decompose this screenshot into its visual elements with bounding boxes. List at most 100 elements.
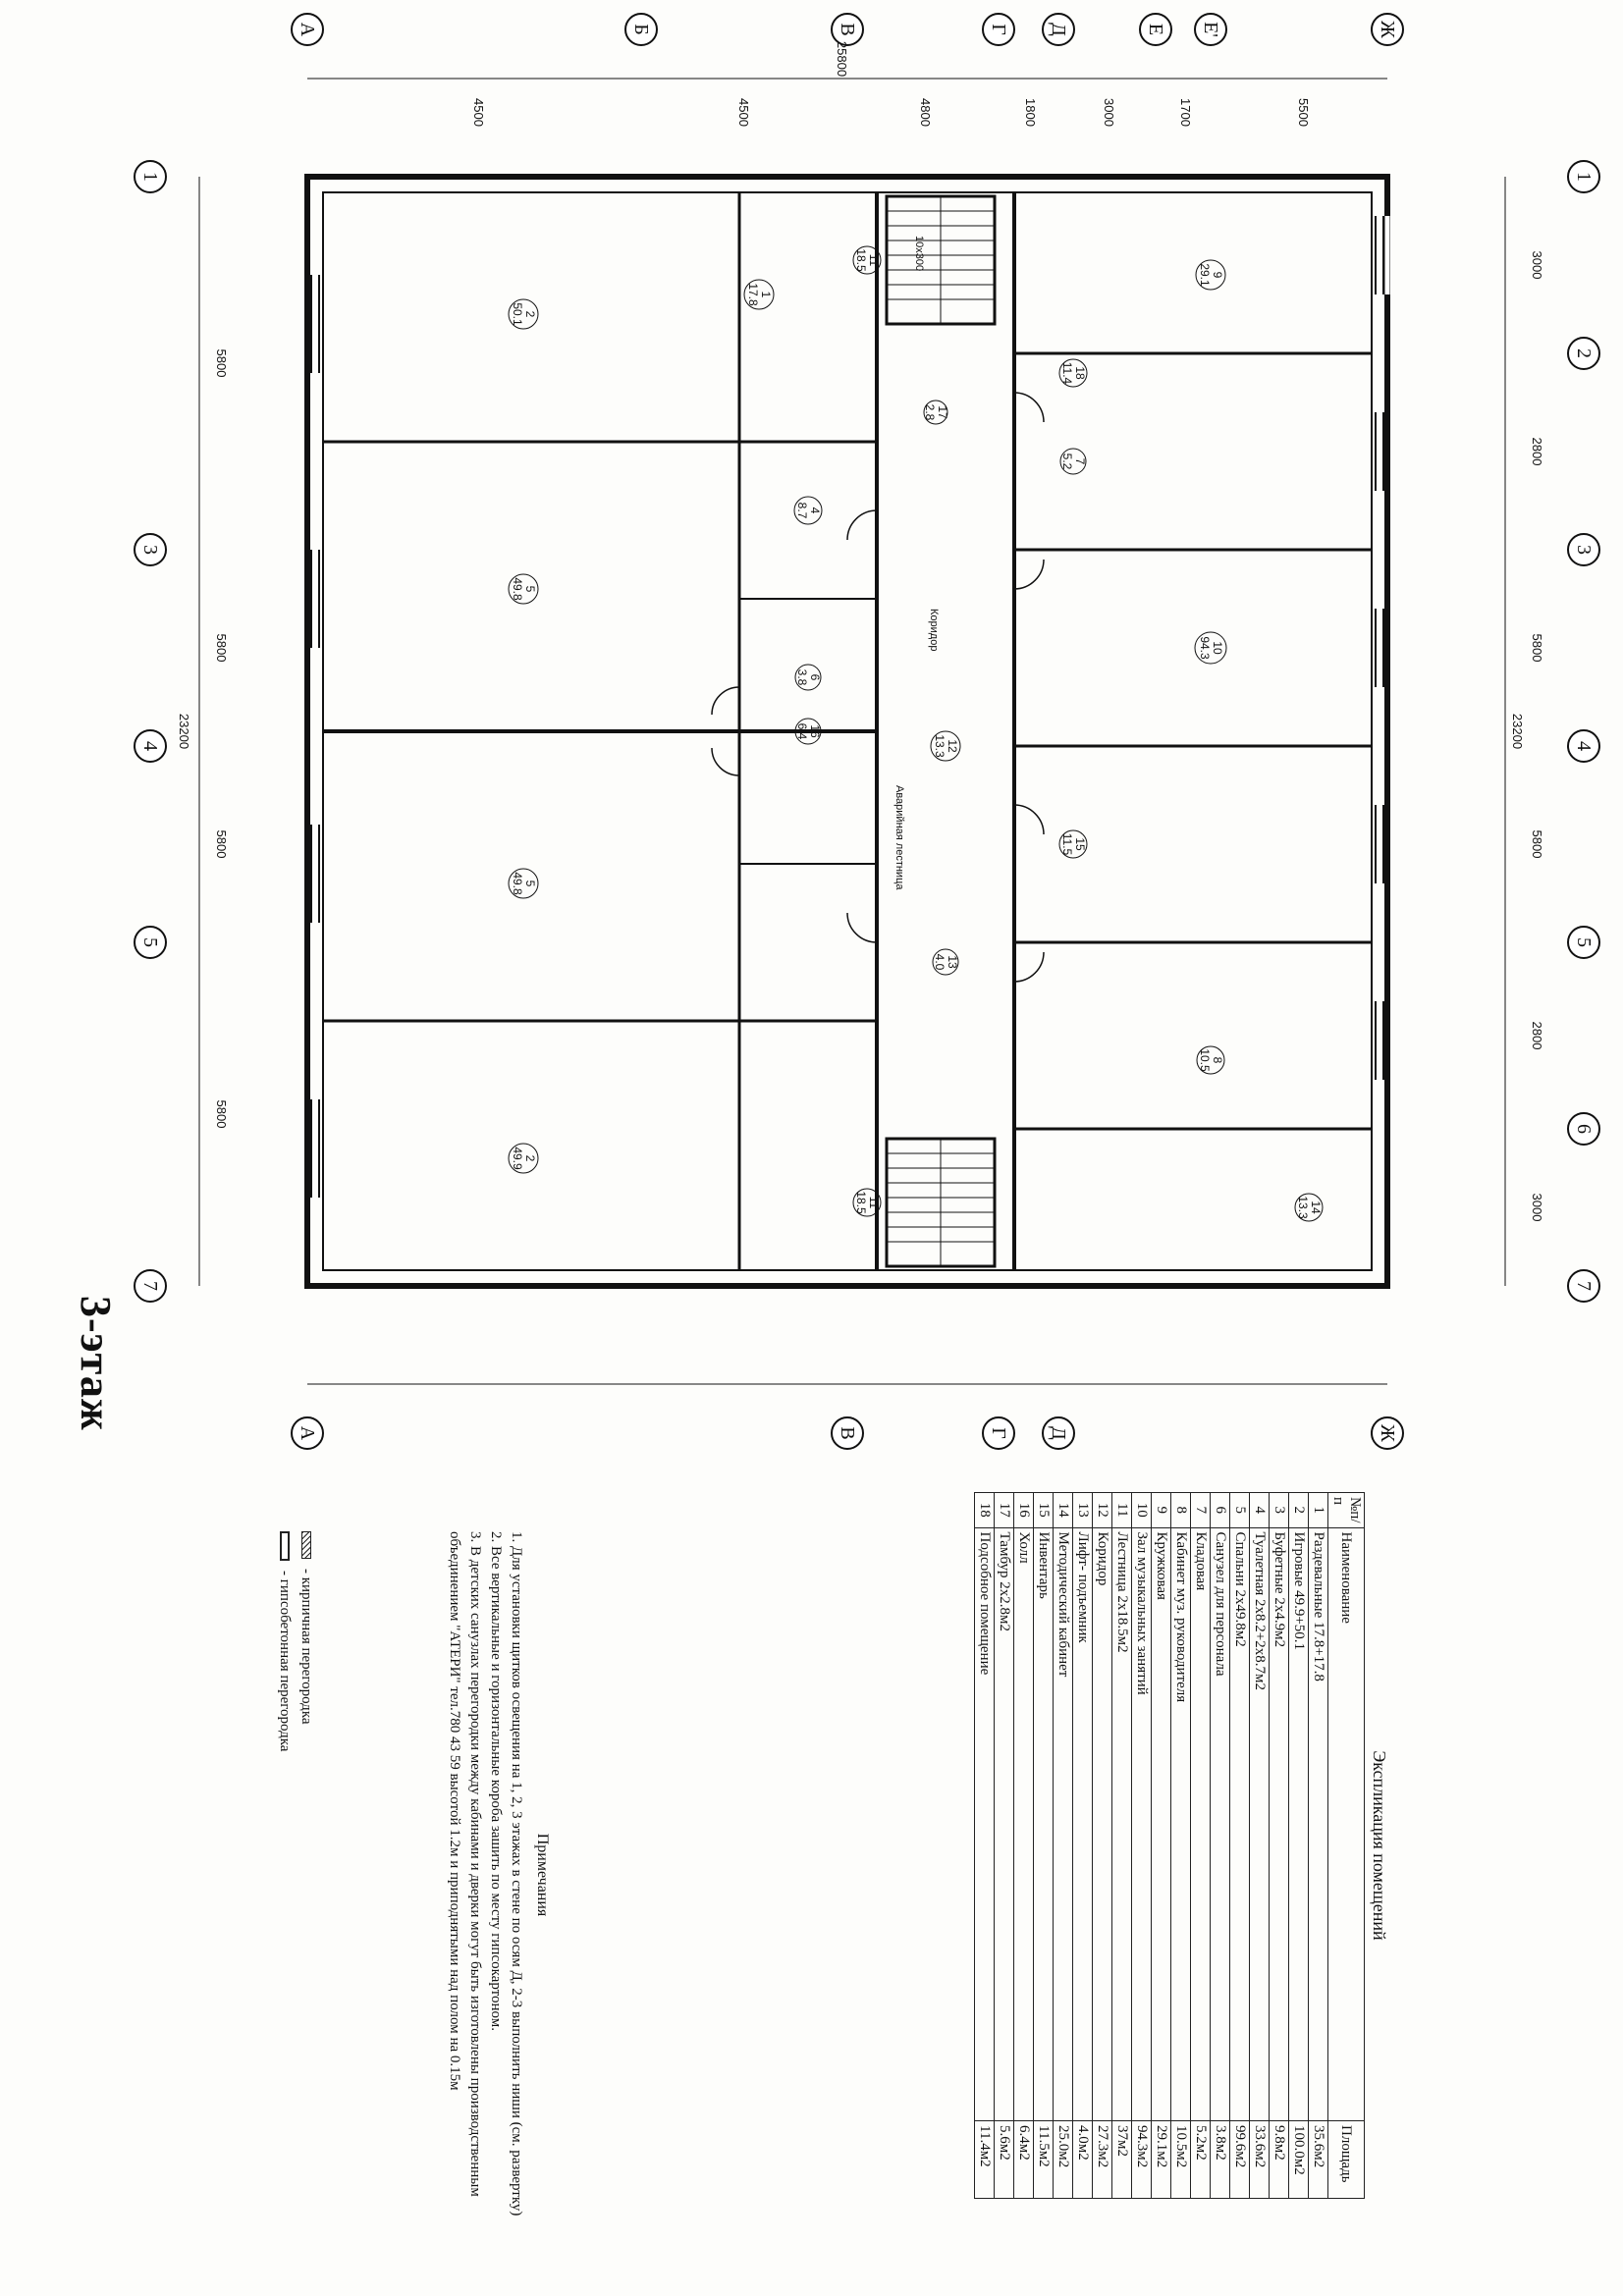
dim-top-3: 5800 (1530, 634, 1544, 663)
row-area: 99.6м2 (1229, 2120, 1250, 2199)
row-area: 4.0м2 (1072, 2120, 1093, 2199)
svg-text:9: 9 (1211, 272, 1224, 279)
svg-text:10: 10 (1211, 641, 1224, 655)
dim-bottom-4: 5800 (214, 1100, 229, 1129)
row-area: 10.5м2 (1170, 2120, 1191, 2199)
svg-text:15: 15 (1073, 837, 1087, 851)
axis-letter-e-prime: Е' (1194, 13, 1227, 46)
plan-text-labels: Коридор Аварийная лестница 10x300 (893, 236, 940, 890)
row-num: 9 (1151, 1492, 1171, 1528)
row-num: 15 (1033, 1492, 1054, 1528)
axis-letter-zh: Ж (1371, 13, 1404, 46)
row-num: 13 (1072, 1492, 1093, 1528)
svg-text:16: 16 (808, 724, 822, 738)
svg-text:8.7: 8.7 (795, 503, 809, 519)
row-name: Туалетная 2х8.2+2х8.7м2 (1249, 1527, 1270, 2121)
dim-left-5: 4800 (918, 98, 933, 127)
svg-text:18.5: 18.5 (854, 248, 868, 272)
room-marker-8: 810.5 (1196, 1045, 1225, 1075)
row-area: 6.4м2 (1013, 2120, 1034, 2199)
overall-height: 25800 (835, 41, 849, 77)
row-area: 5.6м2 (994, 2120, 1014, 2199)
room-marker-13: 134.0 (932, 948, 959, 976)
dim-bottom-1: 5800 (214, 349, 229, 378)
svg-text:5: 5 (523, 586, 537, 593)
row-num: 12 (1092, 1492, 1112, 1528)
legend-brick-text: - кирпичная перегородка (298, 1569, 314, 1725)
svg-text:Ж: Ж (1377, 21, 1398, 38)
row-name: Зал музыкальных занятий (1131, 1527, 1152, 2121)
axis-markers: 1 2 3 4 5 6 7 1 3 4 5 7 Ж Е' Е Д Г В Б А (134, 13, 1600, 1450)
row-area: 27.3м2 (1092, 2120, 1112, 2199)
svg-text:Г: Г (988, 24, 1009, 35)
svg-text:Е': Е' (1200, 22, 1221, 37)
dim-left-3: 3000 (1102, 98, 1116, 127)
row-name: Лифт- подъемник (1072, 1527, 1093, 2121)
svg-text:7: 7 (1073, 458, 1087, 465)
dim-left-4: 1800 (1023, 98, 1038, 127)
dim-left-6: 4500 (736, 98, 751, 127)
svg-text:5: 5 (523, 881, 537, 887)
row-area: 100.0м2 (1288, 2120, 1309, 2199)
stair-label: 10x300 (913, 236, 925, 271)
dimensions: 23200 23200 25800 3000 2800 5800 5800 28… (177, 41, 1544, 1222)
gypsum-partition-swatch (280, 1531, 290, 1561)
svg-text:18: 18 (1073, 366, 1087, 380)
room-marker-16: 166.4 (794, 718, 822, 745)
axis-letter-v-right: В (831, 1416, 864, 1450)
legend: - кирпичная перегородка - гипсобетонная … (274, 1531, 317, 1751)
svg-text:А: А (297, 23, 318, 37)
axis-letter-zh-right: Ж (1371, 1416, 1404, 1450)
corridor-label: Коридор (928, 609, 940, 651)
axis-number-5: 5 (1567, 926, 1600, 959)
overall-width-bottom: 23200 (177, 714, 191, 749)
svg-text:13: 13 (946, 955, 959, 969)
header-area: Площадь (1327, 2120, 1365, 2199)
legend-row-gypsum: - гипсобетонная перегородка (274, 1531, 296, 1751)
svg-text:3: 3 (139, 545, 161, 555)
room-marker-7: 75.2 (1059, 448, 1087, 475)
axis-number-1-bottom: 1 (134, 160, 167, 193)
row-num: 1 (1308, 1492, 1328, 1528)
floor-plan: 1 2 3 4 5 6 7 1 3 4 5 7 Ж Е' Е Д Г В Б А (134, 13, 1600, 1450)
svg-text:12: 12 (946, 739, 959, 753)
svg-text:11.4: 11.4 (1060, 362, 1074, 385)
svg-text:2: 2 (1573, 348, 1595, 358)
svg-text:49.9: 49.9 (511, 1147, 524, 1170)
svg-text:10.5: 10.5 (1198, 1048, 1212, 1072)
room-marker-5a: 549.8 (508, 573, 539, 605)
svg-text:1: 1 (1573, 172, 1595, 182)
svg-text:7: 7 (1573, 1281, 1595, 1291)
axis-letter-g-right: Г (982, 1416, 1015, 1450)
dim-left-1: 5500 (1296, 98, 1311, 127)
svg-text:6: 6 (1573, 1124, 1595, 1134)
svg-text:5.2: 5.2 (1060, 454, 1074, 470)
table-header-row: №п/п Наименование Площадь (1327, 1492, 1365, 2199)
svg-text:11.5: 11.5 (1060, 833, 1074, 856)
row-name: Кружковая (1151, 1527, 1171, 2121)
row-num: 2 (1288, 1492, 1309, 1528)
row-num: 16 (1013, 1492, 1034, 1528)
svg-text:4.0: 4.0 (933, 954, 947, 971)
svg-text:6: 6 (808, 674, 822, 681)
row-name: Раздевальные 17.8+17.8 (1308, 1527, 1328, 2121)
svg-text:49.8: 49.8 (511, 872, 524, 895)
explication-caption: Экспликация помещений (1370, 1750, 1389, 1941)
room-marker-1: 117.8 (743, 279, 775, 310)
outer-wall (304, 174, 1390, 1289)
row-num: 4 (1249, 1492, 1270, 1528)
axis-number-3: 3 (1567, 533, 1600, 566)
row-area: 29.1м2 (1151, 2120, 1171, 2199)
room-marker-9: 929.1 (1195, 259, 1226, 291)
